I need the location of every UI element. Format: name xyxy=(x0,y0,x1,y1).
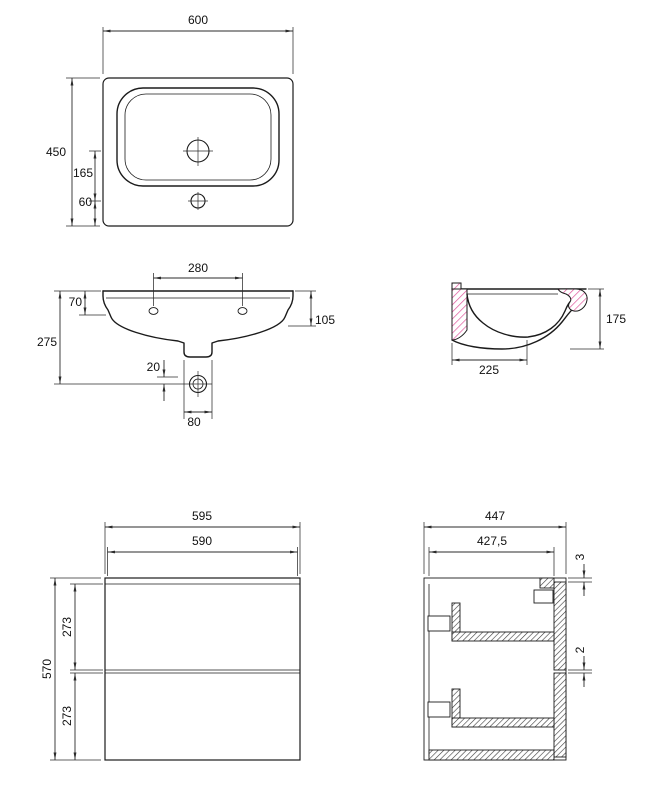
dim-fixing-holes-span: 280 xyxy=(188,261,208,275)
basin-side-dimensions: 175 225 xyxy=(451,288,626,377)
basin-top-geometry xyxy=(102,77,294,227)
dim-top-drawer-height: 273 xyxy=(60,617,74,637)
drawer1-bottom-section xyxy=(451,631,555,642)
cabinet-front-geometry xyxy=(104,577,301,761)
dim-tap-to-edge: 60 xyxy=(79,195,93,209)
front-lip-section xyxy=(557,288,588,312)
back-wall-section xyxy=(451,288,468,341)
view-basin-top: 600 450 165 60 xyxy=(46,13,294,227)
dim-basin-section-height: 175 xyxy=(606,312,626,326)
fixing-hole-left xyxy=(148,307,159,315)
top-rail-profile xyxy=(533,589,554,604)
view-cabinet-side-section: 447 427,5 3 2 xyxy=(423,509,592,761)
dim-waste-span: 80 xyxy=(187,415,201,429)
dim-inner-depth: 427,5 xyxy=(477,534,507,548)
dim-cabinet-width: 595 xyxy=(192,509,212,523)
drawer1-runner xyxy=(427,615,451,632)
view-cabinet-front: 595 590 570 273 273 xyxy=(40,509,301,761)
bowl-outer-surface xyxy=(451,306,576,350)
dim-drain-to-tap: 165 xyxy=(73,166,93,180)
cabinet-body xyxy=(104,577,301,761)
dim-cabinet-depth: 447 xyxy=(485,509,505,523)
dim-drain-from-back: 225 xyxy=(479,363,499,377)
bowl-inner-surface xyxy=(466,293,573,338)
top-rail-section xyxy=(539,577,555,589)
fixing-hole-right xyxy=(237,307,248,315)
dim-top-gap: 3 xyxy=(573,553,587,560)
top-drawer-front-section xyxy=(553,581,567,671)
cabinet-front-dimensions: 595 590 570 273 273 xyxy=(40,509,301,761)
basin-front-dimensions: 280 70 275 105 20 80 xyxy=(37,261,335,429)
view-basin-side-section: 175 225 xyxy=(451,282,626,377)
dim-bowl-side-height: 105 xyxy=(315,313,335,327)
dim-front-width: 590 xyxy=(192,534,212,548)
dim-basin-depth: 450 xyxy=(46,145,66,159)
drawer2-bottom-section xyxy=(451,717,555,728)
basin-rim xyxy=(116,87,280,187)
backsplash-section xyxy=(451,282,462,290)
bottom-drawer-front-section xyxy=(553,672,567,758)
cabinet-side-outline xyxy=(423,577,567,761)
dim-overall-height: 275 xyxy=(37,335,57,349)
dim-rim-height: 70 xyxy=(69,295,83,309)
view-basin-front: 280 70 275 105 20 80 xyxy=(37,261,335,429)
basin-top-dimensions: 600 450 165 60 xyxy=(46,13,294,227)
dim-waste-offset: 20 xyxy=(147,360,161,374)
basin-side-geometry xyxy=(451,282,588,350)
drawer2-runner xyxy=(427,701,451,718)
basin-bowl-edge xyxy=(124,93,272,181)
cabinet-side-dimensions: 447 427,5 3 2 xyxy=(423,509,592,687)
dim-cabinet-height: 570 xyxy=(40,659,54,679)
dim-bottom-drawer-height: 273 xyxy=(60,706,74,726)
cabinet-bottom-section xyxy=(428,749,555,761)
basin-front-geometry xyxy=(102,290,294,397)
dim-basin-width: 600 xyxy=(188,13,208,27)
cabinet-side-geometry xyxy=(423,577,567,761)
dim-drawer-gap: 2 xyxy=(573,646,587,653)
basin-front-profile xyxy=(102,290,294,358)
